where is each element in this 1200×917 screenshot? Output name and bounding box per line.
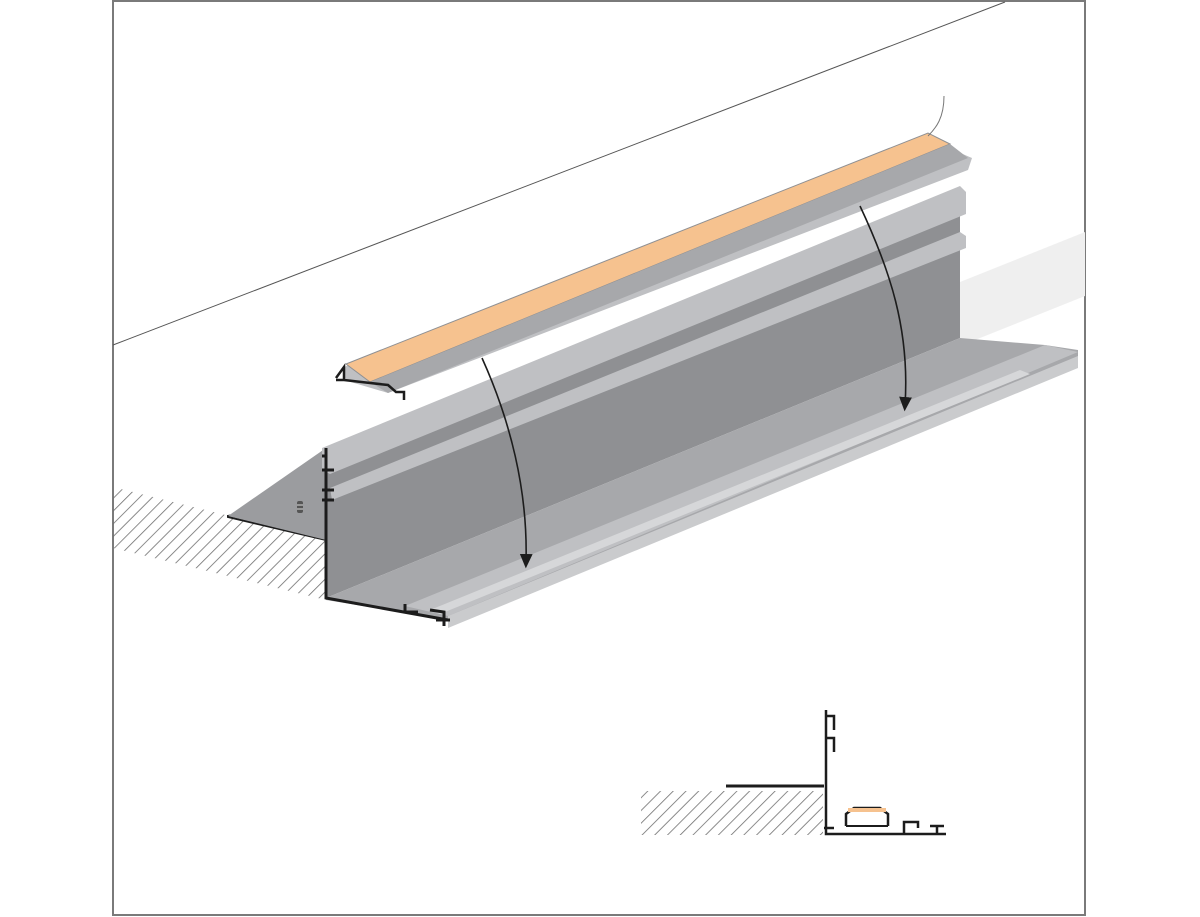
- profile-bottom-rail: [430, 370, 1030, 614]
- frame-border: [112, 0, 1086, 916]
- screw-icon: [297, 501, 303, 513]
- profile-front-edge: [448, 356, 1078, 628]
- detail-profile-outline: [824, 710, 946, 836]
- cross-section-detail: [641, 710, 946, 836]
- led-profile-cross-section: [334, 363, 406, 400]
- profile-second-rib: [330, 232, 966, 500]
- led-profile-side: [370, 144, 968, 393]
- profile-back-wall: [326, 192, 960, 598]
- wall-section-hatched: [113, 487, 326, 600]
- ceiling-band: [960, 232, 1085, 346]
- profile-top-rib: [322, 186, 966, 474]
- curved-arrow-icon: [481, 357, 533, 569]
- led-cable: [927, 95, 945, 137]
- mounting-flange-top: [228, 448, 326, 540]
- profile-bottom-lip: [405, 345, 1078, 616]
- curved-arrow-icon: [859, 205, 912, 412]
- detail-wall-hatched: [641, 791, 823, 835]
- detail-led-lens: [848, 808, 886, 812]
- profile-cross-section: [322, 448, 450, 626]
- ceiling-line: [112, 1, 1006, 346]
